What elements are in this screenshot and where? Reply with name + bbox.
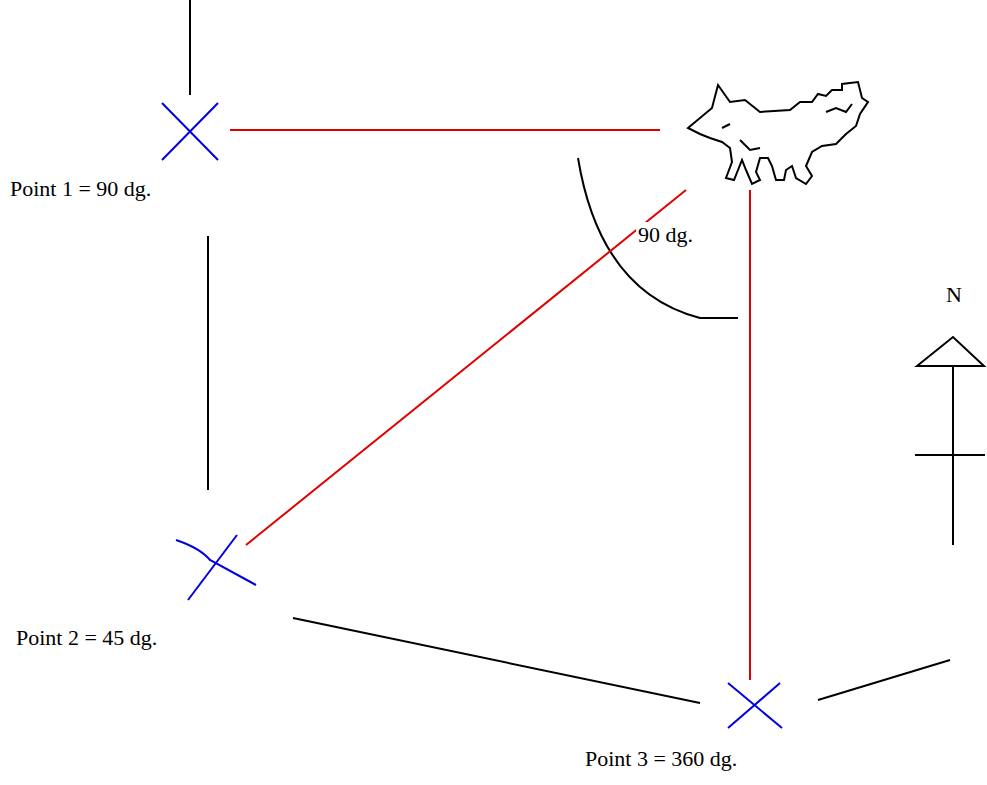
guide-line — [189, 0, 191, 95]
point-mark — [728, 683, 780, 728]
point-mark — [162, 103, 218, 160]
north-arrow — [915, 337, 985, 545]
bearing-line — [749, 190, 751, 680]
bearing-line — [230, 129, 660, 131]
north-label: N — [944, 282, 964, 307]
point-mark — [162, 103, 218, 160]
angle-arc — [578, 158, 738, 318]
point-mark — [188, 535, 237, 600]
guide-line — [293, 618, 700, 703]
point-label: Point 3 = 360 dg. — [583, 746, 739, 771]
point-label: Point 1 = 90 dg. — [8, 176, 153, 201]
guide-line — [818, 660, 950, 700]
angle-label: 90 dg. — [636, 222, 695, 247]
bearing-line — [246, 190, 686, 545]
point-label: Point 2 = 45 dg. — [14, 625, 159, 650]
guide-line — [207, 236, 209, 490]
point-mark — [728, 683, 782, 728]
fox-figure — [688, 82, 868, 184]
